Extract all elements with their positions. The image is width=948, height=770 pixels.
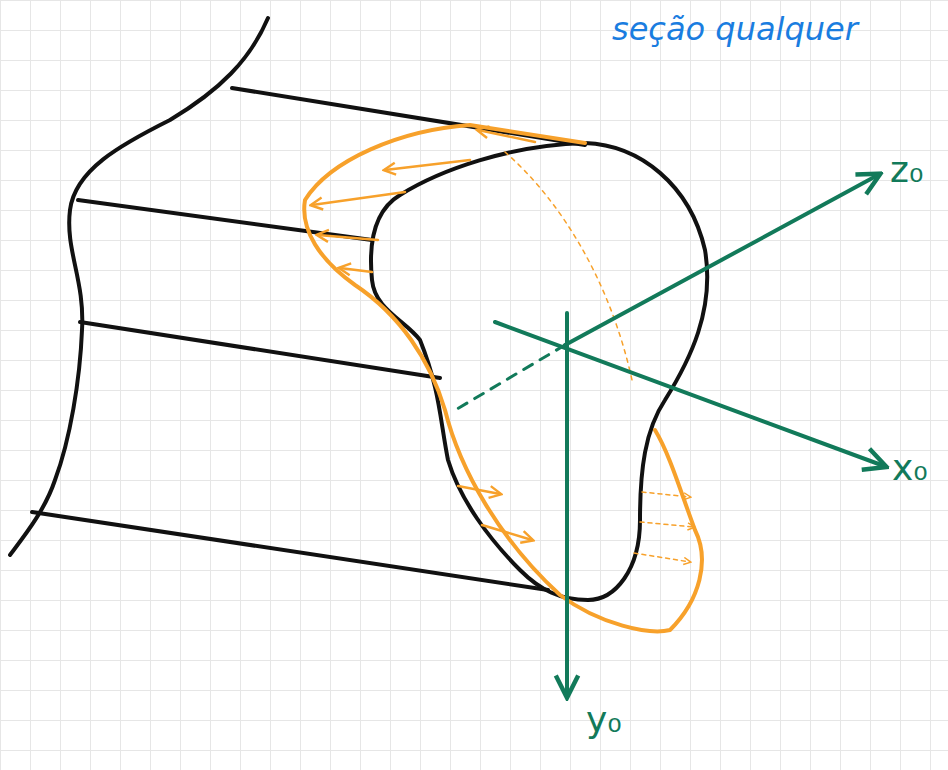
coordinate-axes [452, 175, 884, 695]
beam-outline [10, 18, 707, 600]
axis-label: y₀ [586, 700, 622, 740]
axis-label: x₀ [892, 448, 928, 488]
axis-label: z₀ [890, 150, 923, 190]
section-note: seção qualquer [612, 12, 858, 47]
